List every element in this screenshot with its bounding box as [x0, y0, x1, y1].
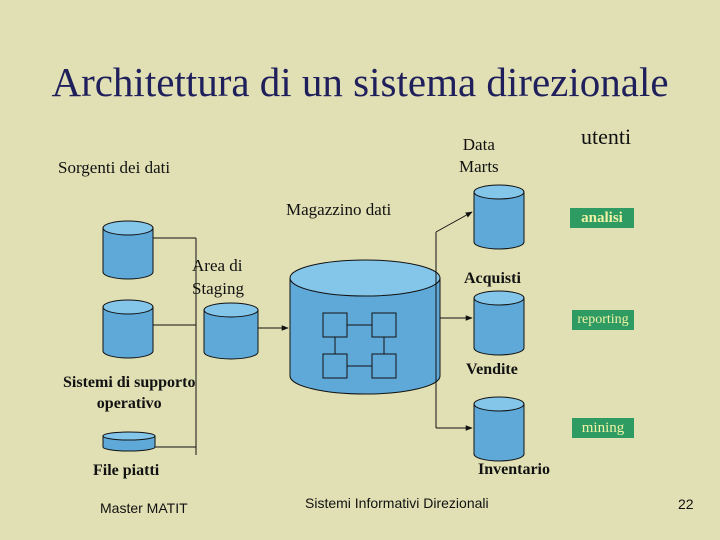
footer-center: Sistemi Informativi Direzionali	[305, 495, 489, 511]
label-file-piatti: File piatti	[93, 462, 160, 479]
label-utenti: utenti	[581, 124, 632, 149]
mart-inventario-cylinder	[473, 396, 525, 462]
source-db-1-cylinder	[102, 220, 154, 280]
label-mart-acquisti: Acquisti	[464, 270, 521, 287]
tool-analisi-box: analisi	[570, 208, 634, 228]
source-arrows	[153, 237, 289, 455]
mart-acquisti-cylinder	[473, 184, 525, 250]
label-data-marts: Data Marts	[459, 135, 499, 176]
label-magazzino: Magazzino dati	[286, 200, 392, 219]
slide-title: Architettura di un sistema direzionale	[51, 59, 669, 105]
mart-arrows	[435, 211, 473, 431]
footer-left: Master MATIT	[100, 500, 188, 516]
label-sorgenti: Sorgenti dei dati	[58, 158, 171, 177]
file-piatti-cylinder	[102, 431, 156, 452]
staging-area-cylinder	[203, 302, 259, 360]
tool-mining-box: mining	[572, 418, 634, 438]
mart-vendite-cylinder	[473, 290, 525, 356]
label-mart-vendite: Vendite	[466, 361, 518, 378]
label-area-staging: Area di Staging	[192, 256, 244, 298]
label-mart-inventario: Inventario	[478, 461, 550, 478]
footer-page-number: 22	[678, 496, 694, 512]
tool-reporting-box: reporting	[572, 310, 634, 330]
source-db-2-cylinder	[102, 299, 154, 359]
data-warehouse-cylinder	[289, 259, 441, 395]
label-sistemi-supporto: Sistemi di supporto operativo	[63, 374, 196, 412]
